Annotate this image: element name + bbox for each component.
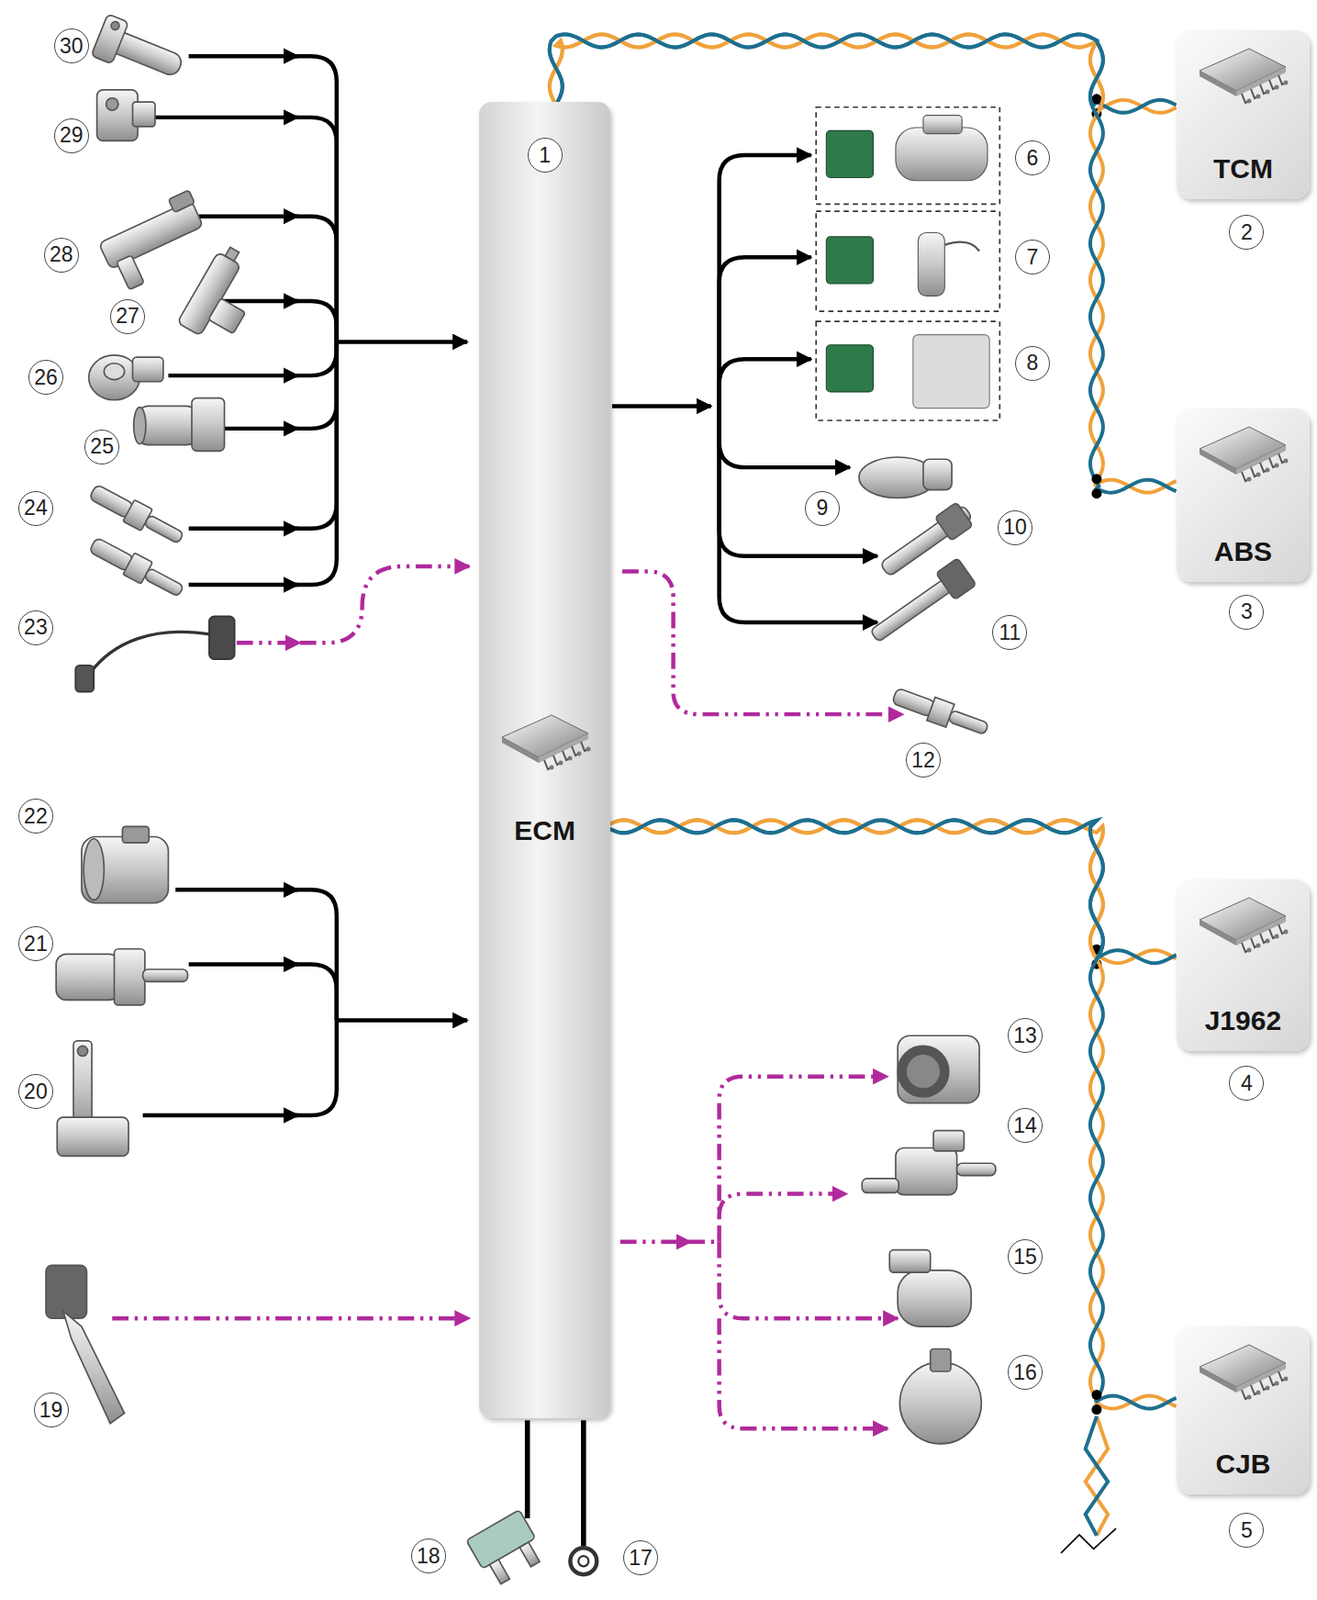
ecm-module: 1ECM: [479, 101, 610, 1418]
ground-terminal: [569, 1547, 597, 1574]
callout-number: 16: [1007, 1354, 1043, 1390]
module-label: TCM: [1213, 153, 1273, 185]
callout-number: 4: [1228, 1065, 1264, 1101]
heated-oxygen-sensor: [890, 683, 991, 741]
mass-air-flow-sensor: [81, 825, 168, 903]
junction-dot: [1091, 1389, 1102, 1400]
coolant-temperature-sensor: [55, 948, 188, 1005]
callout-number: 15: [1007, 1238, 1043, 1274]
can-high-wire: [549, 33, 1177, 492]
callout-number: 5: [1228, 1512, 1264, 1548]
temperature-sensor: [177, 243, 270, 350]
relay-group: [815, 211, 1000, 312]
module-label: ECM: [479, 814, 610, 847]
camshaft-sensor: [90, 13, 189, 89]
oil-level-sensor: [56, 1040, 129, 1157]
callout-number: 25: [84, 429, 120, 465]
callout-number: 29: [54, 118, 90, 154]
map-sensor: [94, 189, 217, 293]
oxygen-sensor: [87, 480, 188, 550]
chip-icon: [1192, 1339, 1294, 1411]
ignition-coil: [864, 558, 976, 650]
control-module: TCM: [1176, 30, 1311, 199]
can-low-wire: [610, 819, 1177, 1408]
wheel-speed-sensor: [75, 615, 235, 692]
junction-dot: [1091, 488, 1102, 499]
knock-sensor: [89, 355, 164, 401]
callout-number: 22: [18, 798, 54, 834]
junction-dot: [1091, 93, 1102, 104]
module-label: ABS: [1214, 535, 1273, 568]
junction-dot: [1091, 473, 1102, 484]
control-module: CJB: [1176, 1326, 1311, 1495]
control-module: ABS: [1176, 408, 1311, 582]
callout-number: 13: [1007, 1017, 1043, 1053]
callout-number: 30: [54, 28, 90, 64]
can-bus-connector: [549, 33, 1177, 499]
oxygen-sensor: [87, 533, 188, 603]
purge-valve: [861, 1130, 996, 1195]
callout-number: 3: [1228, 594, 1264, 630]
can-low-wire: [549, 33, 1177, 492]
callout-number: 19: [33, 1392, 69, 1428]
callout-number: 11: [992, 614, 1027, 650]
callout-number: 18: [411, 1538, 447, 1574]
callout-number: 12: [905, 742, 941, 778]
input-signal-lines: [143, 889, 468, 1116]
input-signal-lines: [153, 55, 468, 585]
callout-number: 14: [1007, 1107, 1043, 1143]
relay-group: [815, 107, 1000, 205]
relay-group: [815, 321, 1000, 421]
callout-number: 7: [1015, 239, 1050, 275]
chip-icon: [1192, 421, 1294, 493]
fuse: [466, 1509, 547, 1588]
callout-number: 21: [18, 926, 54, 961]
can-high-wire: [610, 819, 1177, 1408]
module-label: CJB: [1215, 1448, 1271, 1480]
cooling-fan-actuator: [889, 1250, 972, 1327]
pressure-sensor: [97, 89, 156, 142]
chip-icon: [494, 709, 596, 782]
fuel-pump: [859, 457, 952, 498]
callout-number: 20: [18, 1073, 54, 1109]
power-ground-leads: [527, 1419, 584, 1546]
crankshaft-sensor: [133, 398, 225, 452]
output-signal-lines: [612, 155, 878, 623]
chip-icon: [1192, 892, 1294, 964]
can-bus-continuation: [1060, 1416, 1117, 1553]
vvt-solenoid: [899, 1349, 982, 1444]
callout-number: 10: [997, 510, 1033, 546]
callout-number: 9: [804, 491, 840, 526]
can-bus-connector: [610, 819, 1177, 1415]
callout-number: 23: [18, 610, 54, 646]
control-module: J1962: [1176, 879, 1311, 1051]
callout-number: 6: [1015, 140, 1050, 176]
callout-number: 17: [623, 1540, 659, 1575]
callout-number: 28: [44, 237, 79, 273]
callout-number: 26: [28, 359, 64, 395]
callout-number: 27: [110, 299, 146, 335]
chip-icon: [1192, 43, 1294, 115]
throttle-body: [897, 1035, 980, 1103]
callout-number: 8: [1015, 345, 1050, 381]
callout-number: 1: [527, 137, 563, 173]
callout-number: 2: [1228, 214, 1264, 250]
callout-number: 24: [18, 491, 54, 526]
module-label: J1962: [1205, 1004, 1282, 1037]
junction-dot: [1091, 1404, 1102, 1415]
